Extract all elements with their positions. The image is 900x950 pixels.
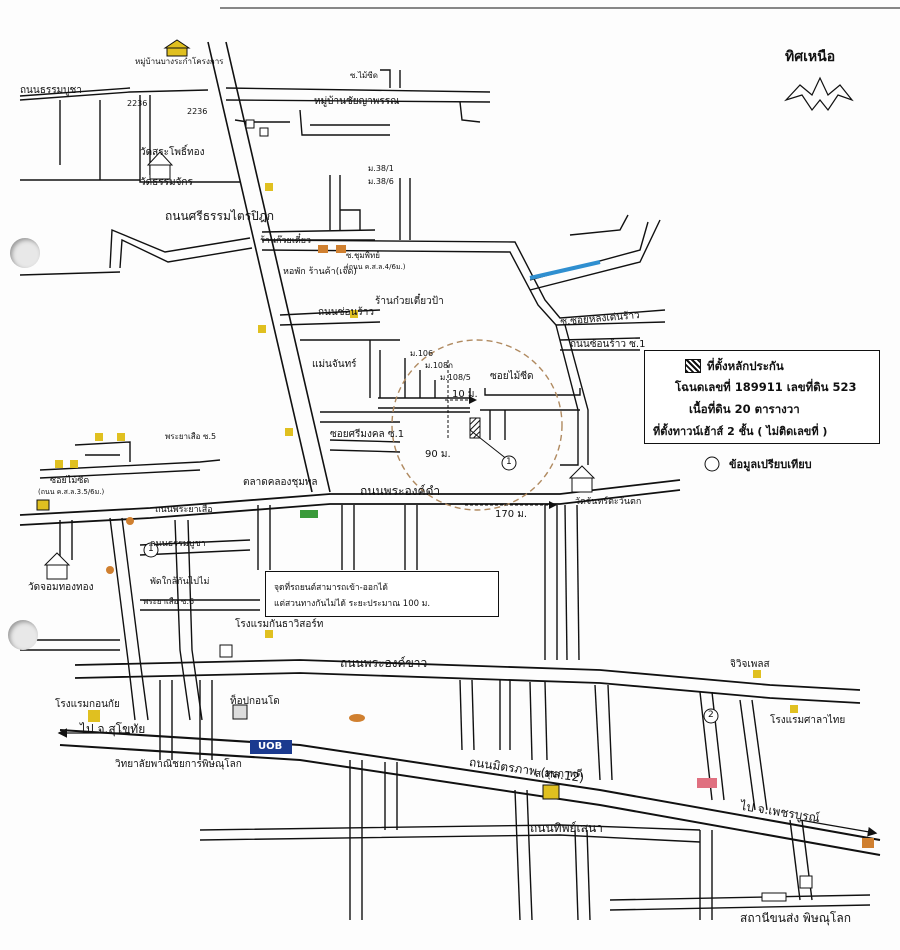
place-khlong-market: ตลาดคลองชุมพล [243, 477, 318, 488]
binder-hole-bottom [8, 620, 38, 650]
place-top-condo: ท็อปกอนโด [230, 696, 280, 707]
place-wat-thammachak: วัดธรรมจักร [140, 177, 193, 188]
road-phra-ong-khao: ถนนพระองค์ขาว [340, 656, 428, 670]
label-soi-mai-si: ซ.ไม้ซีด [350, 71, 378, 80]
legend-line-2: เนื้อที่ดิน 20 ตารางวา [689, 402, 800, 416]
place-healthy: ส.สุขภาพดี [535, 769, 583, 780]
arrow-phetchabun [799, 819, 878, 837]
place-wat-sa-pho: วัดสระโพธิ์ทอง [140, 147, 205, 158]
road-soi-si-mongkhon: ซอยศรีมงคล ซ.1 [330, 429, 405, 440]
collateral-site [469, 417, 481, 439]
legend-title: ที่ตั้งหลักประกัน [707, 359, 784, 373]
side-streets [257, 504, 580, 661]
label-m108-5: ม.108/5 [440, 373, 471, 382]
place-nearby: พัดใกล้กันไปไม่ [150, 577, 210, 587]
upper-roads [19, 69, 491, 276]
marker-leader [469, 429, 509, 461]
canal [529, 260, 601, 280]
road-soi-mai-si: ซอยไม้ซีด [490, 371, 534, 382]
road-thammabucha: ถนนธรรมบูชา [20, 85, 82, 96]
place-soi-mai-si: ซอยไม้ซีด [50, 476, 90, 486]
place-sala-thai: โรงแรมศาลาไทย [770, 715, 846, 726]
phra-ong-khao-road [74, 659, 861, 704]
left-lower-roads [20, 441, 260, 721]
road-phra-ong-dam: ถนนพระองค์ดำ [360, 484, 441, 498]
label-road-cement-46: (ถนน ค.ส.ล.4/6ม.) [346, 263, 406, 271]
distance-90m: 90 ม. [425, 449, 451, 460]
place-village-chaiya: หมู่บ้านชัยญาพรรณ [314, 96, 400, 107]
main-diagonal-road [207, 41, 331, 493]
label-phraya-suea-5: พระยาเสือ ซ.5 [165, 432, 217, 441]
label-2236-b: 2236 [187, 107, 208, 116]
uob-label: UOB [258, 741, 283, 752]
to-sukhothai: ไป จ.สุโขทัย [80, 722, 146, 736]
road-son-rao-1: ถนนซ้อนร้าว ซ.1 [570, 339, 646, 350]
label-m38-6: ม.38/6 [368, 177, 394, 186]
hatch-swatch [685, 359, 701, 373]
radius-circle [391, 339, 563, 511]
label-phraya-suea-road: ถนนพระยาเสือ [155, 505, 213, 515]
label-road-cement-35: (ถนน ค.ส.ล.3.5/6ม.) [38, 488, 105, 496]
marker-1b: 1 [148, 544, 154, 554]
place-dorm-shop: หอพัก ร้านค้า(เจ๊ด) [283, 267, 357, 277]
place-jiwit-place: จิวิจเพลส [730, 659, 770, 670]
binder-hole-top [10, 238, 40, 268]
phraya-suea-road [19, 479, 681, 526]
place-wat-chom-thong: วัดจอมทองทอง [28, 582, 94, 593]
place-noodle-2: ร้านก๊วยเตี๋ยว [260, 236, 312, 246]
label-soi-chumphit: ซ.ชุมพิทย์ [346, 251, 380, 260]
access-note: จุดที่รถยนต์สามารถเข้า-ออกได้ แต่สวนทางก… [265, 571, 499, 617]
mittraphap-highway [59, 729, 881, 856]
label-m38-1: ม.38/1 [368, 164, 394, 173]
place-commercial-college: วิทยาลัยพาณิชยการพิษณุโลก [115, 759, 242, 770]
note-line-2: แต่สวนทางกันไม่ได้ ระยะประมาณ 100 ม. [274, 599, 431, 609]
place-noodle-shop: ร้านก๋วยเตี๋ยวป้า [375, 296, 444, 307]
label-thammabucha-road: ถนนธรรมบูชา [150, 539, 206, 549]
legend-line-3: ที่ตั้งทาวน์เฮ้าส์ 2 ชั้น ( ไม่ติดเลขที่… [653, 425, 828, 438]
label-phraya-suea-6: พระยาเสือ ซ.6 [143, 597, 195, 606]
place-bus-terminal: สถานีขนส่ง พิษณุโลก [740, 911, 851, 925]
road-si-thammatraipidok: ถนนศรีธรรมไตรปิฎก [165, 209, 275, 223]
place-village-bangrakam: หมู่บ้านบางระกำโครงการ [135, 57, 224, 66]
note-line-1: จุดที่รถยนต์สามารถเข้า-ออกได้ [274, 583, 388, 593]
place-kanta-resort: โรงแรมกันธาวิสอร์ท [235, 619, 324, 630]
marker-1a: 1 [506, 457, 512, 467]
uob-sign [250, 740, 292, 754]
distance-170m: 170 ม. [495, 509, 528, 520]
north-label: ทิศเหนือ [785, 49, 836, 65]
place-maen-chan: แม่นจันทร์ [312, 359, 357, 370]
place-hotel-konkai: โรงแรมกอนกัย [55, 699, 120, 710]
south-roads [199, 760, 871, 921]
label-m108k: ม.108ก [425, 361, 453, 370]
marker-icons [143, 455, 720, 724]
label-m106: ม.106 [410, 349, 434, 358]
marker-2: 2 [708, 710, 714, 720]
north-arrow [784, 76, 854, 112]
poi-icons [36, 39, 874, 902]
place-wat-chan-west: วัดจันทร์ตะวันตก [575, 497, 642, 507]
road-son-rao: ถนนซ่อนร้าว [318, 307, 374, 318]
label-2236-a: 2236 [127, 99, 148, 108]
lower-grid [159, 679, 768, 811]
road-thip-sena: ถนนทิพย์เสนา [530, 821, 603, 835]
legend-box: ที่ตั้งหลักประกัน โฉนดเลขที่ 189911 เลขท… [644, 350, 880, 444]
legend-compare: ข้อมูลเปรียบเทียบ [729, 458, 812, 471]
distance-10m: 10 ม. [452, 389, 478, 400]
legend-line-1: โฉนดเลขที่ 189911 เลขที่ดิน 523 [675, 380, 857, 394]
